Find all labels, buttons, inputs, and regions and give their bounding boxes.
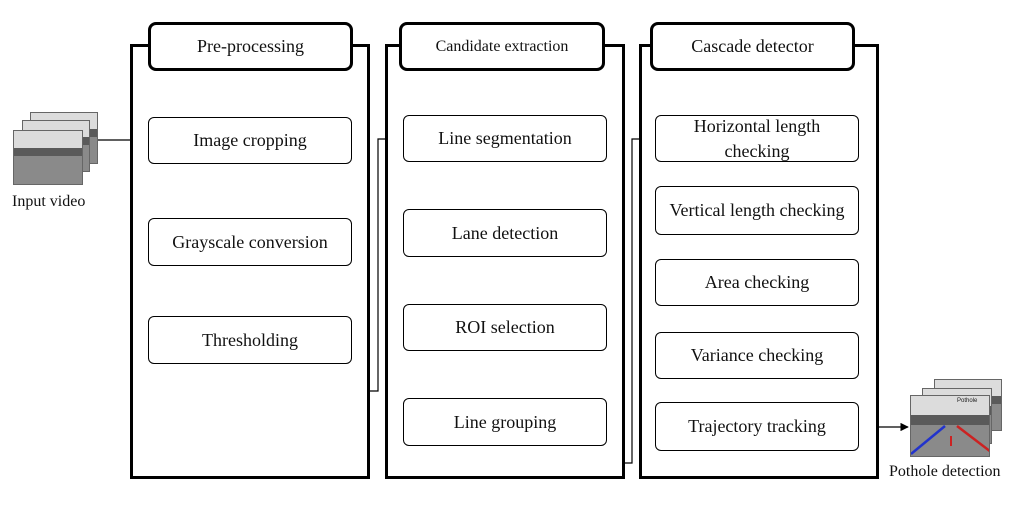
- input-frame-front: [13, 130, 83, 185]
- horizontal-length-checking-step: Horizontal length checking: [655, 115, 859, 162]
- lane-detection-step: Lane detection: [403, 209, 607, 257]
- preprocessing-title: Pre-processing: [148, 22, 353, 71]
- pothole-overlay-text: Pothole: [957, 398, 978, 404]
- output-frame-front: Pothole: [910, 395, 990, 457]
- candidate-extraction-title: Candidate extraction: [399, 22, 605, 71]
- thresholding-step: Thresholding: [148, 316, 352, 364]
- grayscale-conversion-step: Grayscale conversion: [148, 218, 352, 266]
- line-grouping-step: Line grouping: [403, 398, 607, 446]
- roi-selection-step: ROI selection: [403, 304, 607, 351]
- trajectory-tracking-step: Trajectory tracking: [655, 402, 859, 451]
- lane-overlay: [911, 425, 989, 455]
- vertical-length-checking-step: Vertical length checking: [655, 186, 859, 235]
- line-segmentation-step: Line segmentation: [403, 115, 607, 162]
- pothole-detection-label: Pothole detection: [889, 463, 1001, 480]
- cascade-detector-title: Cascade detector: [650, 22, 855, 71]
- area-checking-step: Area checking: [655, 259, 859, 306]
- input-video-label: Input video: [12, 193, 86, 210]
- image-cropping-step: Image cropping: [148, 117, 352, 164]
- variance-checking-step: Variance checking: [655, 332, 859, 379]
